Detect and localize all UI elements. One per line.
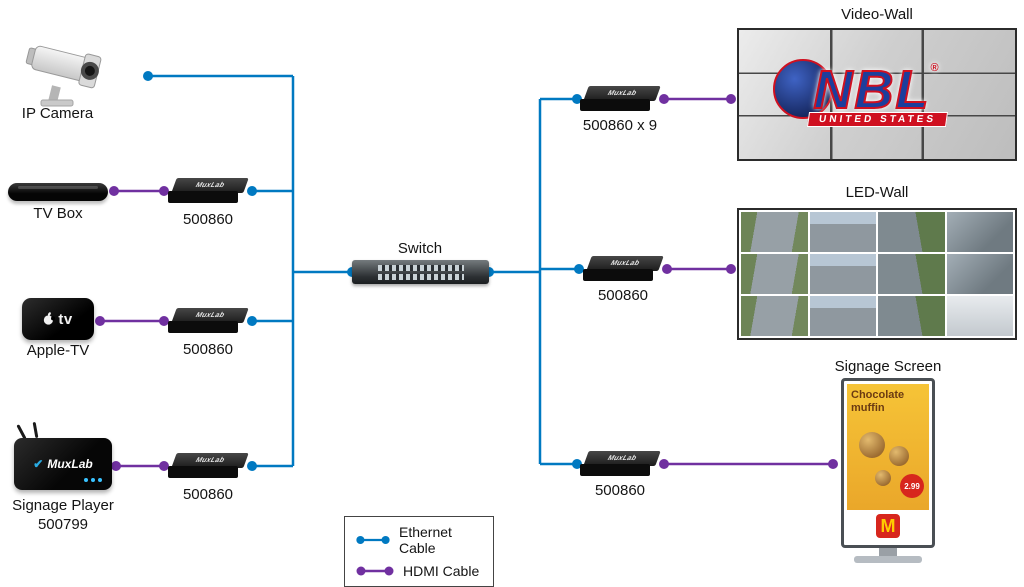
led-wall-cell (946, 212, 1013, 252)
led-wall-cell (946, 254, 1013, 294)
kiosk-stand-stem (879, 548, 897, 557)
signage-screen-title: Signage Screen (834, 358, 942, 375)
apple-tv-logo-text: tv (58, 310, 73, 328)
hdmi-dot (95, 316, 105, 326)
mcdonalds-logo-icon: M (876, 514, 900, 538)
tv-box-label: TV Box (33, 205, 83, 222)
ethernet-dot (247, 316, 257, 326)
hdmi-dot (659, 94, 669, 104)
led-wall-cell (741, 296, 808, 336)
hdmi-dot (726, 264, 736, 274)
decoder-signage: MuxLab (580, 451, 661, 477)
decoder-brand-text: MuxLab (606, 90, 638, 97)
ethernet-cable-icon (356, 535, 390, 545)
signage-ad-text: Chocolate muffin (851, 389, 905, 414)
decoder-front-face (580, 99, 650, 111)
muxlab-logo-icon: ✔ (33, 457, 44, 471)
led-wall-cell (741, 212, 808, 252)
hdmi-dot (659, 459, 669, 469)
decoder-brand-text: MuxLab (609, 260, 641, 267)
hdmi-dot (726, 94, 736, 104)
apple-logo-icon (44, 312, 56, 325)
legend-ethernet-row: Ethernet Cable (355, 524, 483, 556)
signage-player-name: Signage Player (12, 497, 114, 514)
hdmi-dot (111, 461, 121, 471)
hdmi-dot (662, 264, 672, 274)
player-antenna-icon (32, 421, 39, 439)
muffin-image (889, 446, 909, 466)
signage-player-model: 500799 (37, 515, 89, 533)
signage-player-label: Signage Player 500799 (0, 497, 126, 535)
led-wall-cell (741, 254, 808, 294)
encoder-front-face (168, 466, 238, 478)
price-badge: 2.99 (900, 474, 924, 498)
hdmi-dot (828, 459, 838, 469)
legend-ethernet-label: Ethernet Cable (398, 524, 452, 556)
encoder-appletv: MuxLab (168, 308, 249, 334)
legend: Ethernet Cable HDMI Cable (344, 516, 494, 587)
signage-ad-area: Chocolate muffin 2.99 (847, 384, 929, 510)
encoder-player: MuxLab (168, 453, 249, 479)
signage-screen-display: Chocolate muffin 2.99 M (841, 378, 935, 548)
muffin-image (875, 470, 891, 486)
signage-footer: M (847, 510, 929, 542)
ethernet-dot (247, 461, 257, 471)
muffin-image (859, 432, 885, 458)
player-brand-text: MuxLab (47, 457, 93, 471)
apple-tv-device: tv (22, 298, 94, 340)
encoder-brand-text: MuxLab (194, 457, 226, 464)
ethernet-dot (143, 71, 153, 81)
led-wall-title: LED-Wall (845, 184, 909, 201)
led-wall-cell (878, 212, 945, 252)
video-wall-display: NBL® UNITED STATES (737, 28, 1017, 161)
basketball-icon (773, 58, 833, 119)
led-wall-cell (809, 296, 876, 336)
player-led-indicators (84, 478, 102, 482)
ip-camera-label: IP Camera (21, 105, 94, 122)
encoder-tvbox: MuxLab (168, 178, 249, 204)
legend-hdmi-row: HDMI Cable (355, 563, 483, 579)
switch-label: Switch (397, 240, 443, 257)
encoder-player-label: 500860 (182, 486, 234, 503)
encoder-brand-text: MuxLab (194, 312, 226, 319)
encoder-front-face (168, 191, 238, 203)
ethernet-dot (247, 186, 257, 196)
kiosk-stand-base (854, 556, 922, 563)
decoder-front-face (580, 464, 650, 476)
decoder-ledwall-label: 500860 (597, 287, 649, 304)
ip-camera-device (25, 45, 102, 107)
hdmi-dot (109, 186, 119, 196)
tv-box-device (8, 183, 108, 201)
encoder-front-face (168, 321, 238, 333)
video-wall-title: Video-Wall (841, 6, 913, 23)
led-wall-cell (809, 212, 876, 252)
network-switch-device (352, 260, 489, 284)
decoder-front-face (583, 269, 653, 281)
led-wall-cell (946, 296, 1013, 336)
led-wall-cell (878, 296, 945, 336)
led-wall-cell (809, 254, 876, 294)
nbl-logo-text: NBL® (812, 59, 941, 120)
led-wall-display (737, 208, 1017, 340)
decoder-ledwall: MuxLab (583, 256, 664, 282)
decoder-signage-label: 500860 (594, 482, 646, 499)
led-wall-cell (878, 254, 945, 294)
hdmi-cable-icon (356, 566, 394, 576)
signage-player-device: ✔ MuxLab (14, 438, 112, 490)
decoder-brand-text: MuxLab (606, 455, 638, 462)
decoder-videowall: MuxLab (580, 86, 661, 112)
switch-ports (378, 265, 464, 271)
encoder-tvbox-label: 500860 (182, 211, 234, 228)
encoder-appletv-label: 500860 (182, 341, 234, 358)
nbl-logo: NBL® UNITED STATES (739, 30, 1015, 159)
nbl-main-text: NBL (812, 59, 931, 120)
encoder-brand-text: MuxLab (194, 182, 226, 189)
legend-hdmi-label: HDMI Cable (403, 563, 480, 579)
registered-mark: ® (930, 61, 941, 74)
decoder-videowall-label: 500860 x 9 (582, 117, 658, 134)
switch-ports (378, 274, 464, 280)
apple-tv-label: Apple-TV (26, 342, 90, 359)
nbl-banner-text: UNITED STATES (806, 111, 948, 127)
